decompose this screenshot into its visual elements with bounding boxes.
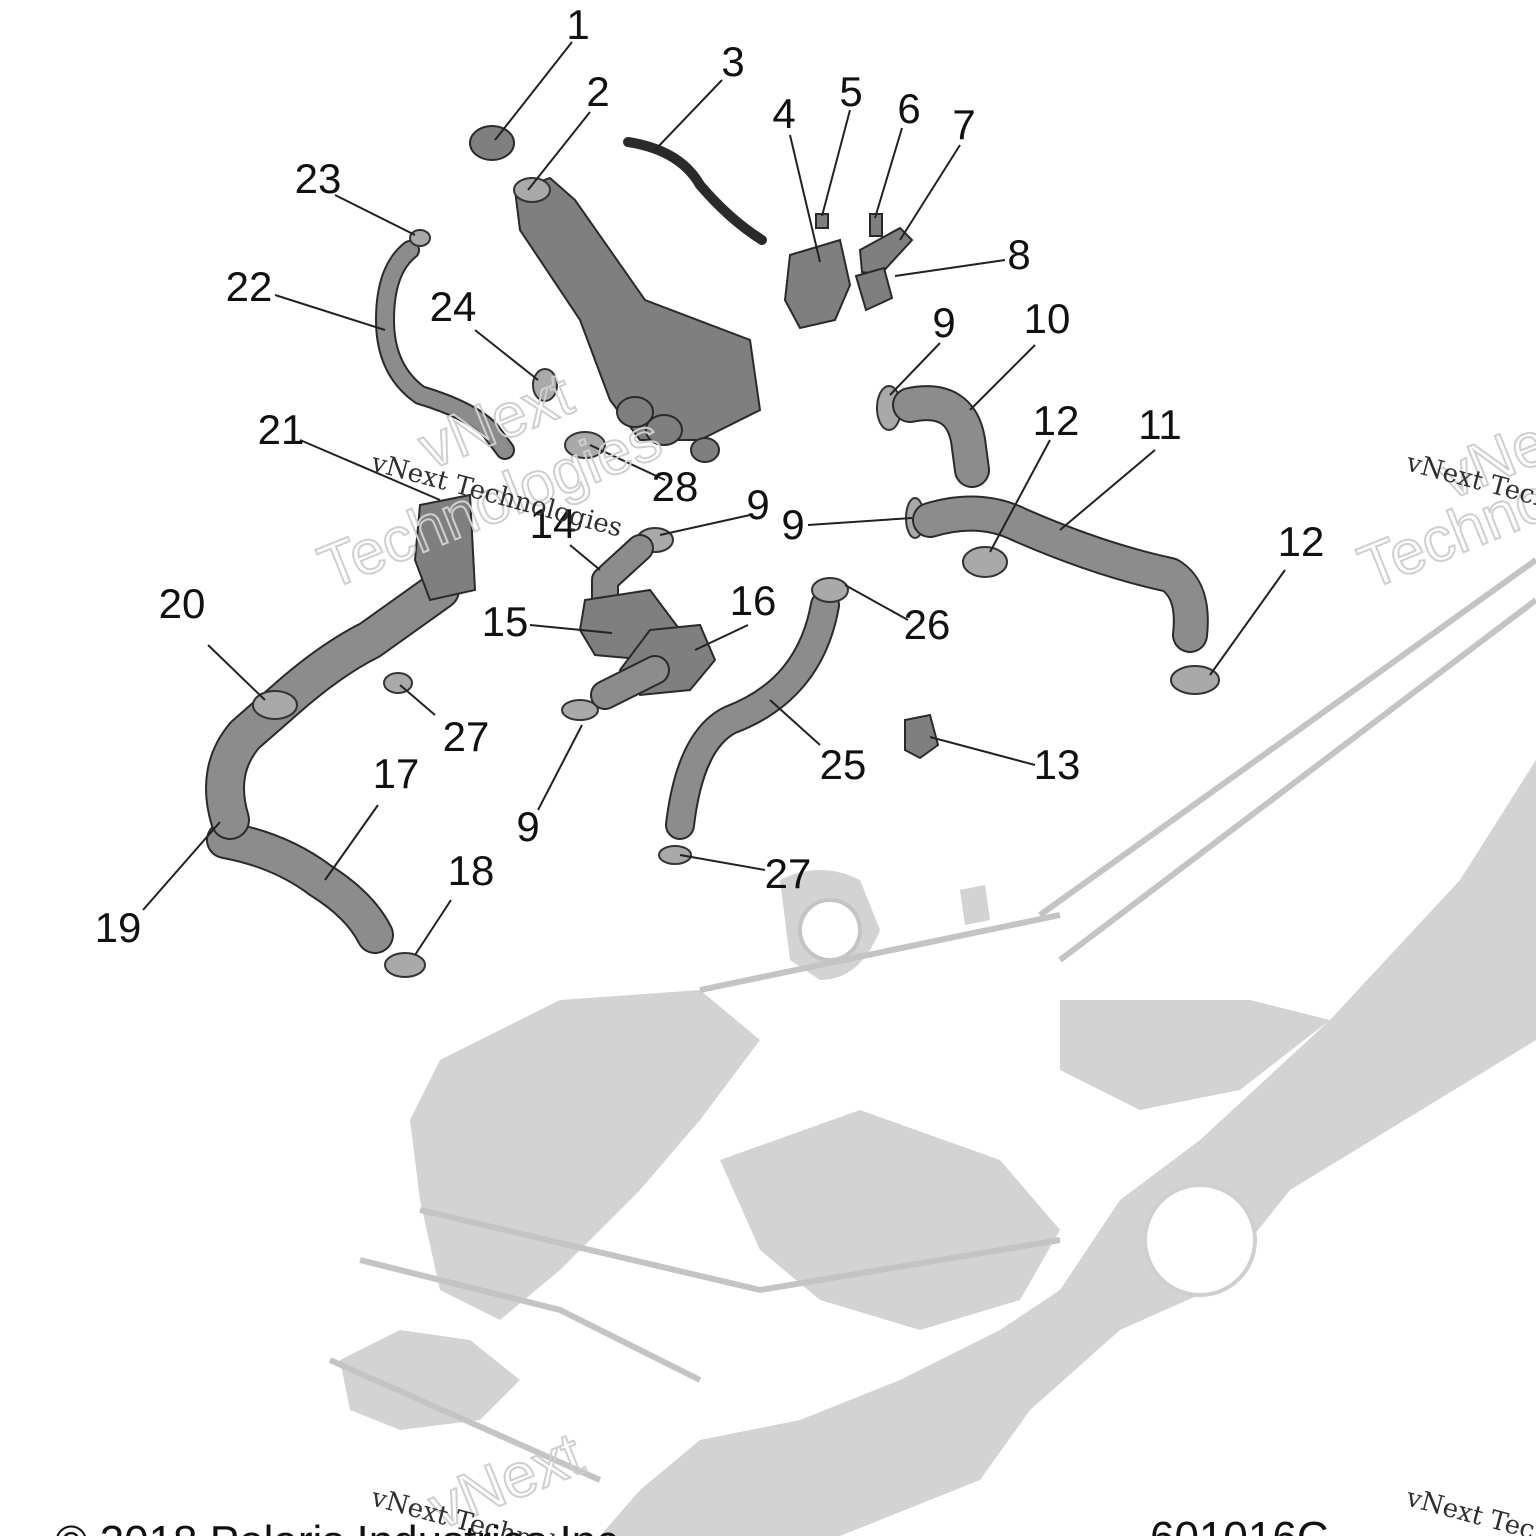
callout-6: 6: [897, 85, 920, 132]
callout-28: 28: [652, 463, 699, 510]
callout-9-b: 9: [746, 481, 769, 528]
callout-11: 11: [1138, 401, 1182, 448]
callout-16: 16: [730, 577, 777, 624]
hose-clamp-28: [564, 431, 606, 459]
drawing-number: 601016C: [1150, 1513, 1329, 1536]
callout-9-c: 9: [781, 501, 804, 548]
pipe-21: [413, 493, 477, 602]
callout-1: 1: [566, 1, 589, 48]
callout-17: 17: [373, 750, 420, 797]
callout-12-a: 12: [1033, 397, 1080, 444]
hose-clamp-12: [962, 546, 1008, 578]
mount-8: [854, 266, 894, 312]
copyright-notice: © 2018 Polaris Industries Inc.: [55, 1517, 630, 1536]
callout-27-b: 27: [765, 850, 812, 897]
callout-labels: 1 2 3 4 5 6 7 8 9 10 12 11 23 22 24 21 2…: [95, 1, 1325, 951]
hose-clamp-27: [658, 845, 692, 865]
coolant-reservoir: [513, 176, 762, 441]
callout-8: 8: [1007, 231, 1030, 278]
callout-12-b: 12: [1278, 518, 1325, 565]
callout-27-a: 27: [443, 713, 490, 760]
reservoir-bracket: [783, 238, 852, 330]
chassis-background: [328, 557, 1536, 1536]
hose-clamp-18: [384, 952, 426, 978]
callout-24: 24: [430, 283, 477, 330]
fastener-5: [815, 213, 829, 229]
leader-lines: [142, 41, 1286, 956]
hose-clamp-24: [532, 368, 558, 402]
watermark-small-4: vNext Technologies: [1402, 1483, 1536, 1536]
callout-20: 20: [159, 580, 206, 627]
callout-9-a: 9: [932, 299, 955, 346]
callout-21: 21: [258, 406, 305, 453]
callout-15: 15: [482, 598, 529, 645]
hose-clamp-9: [561, 699, 599, 721]
callout-10: 10: [1024, 295, 1071, 342]
callout-4: 4: [772, 90, 795, 137]
bracket-clip-7: [858, 226, 914, 277]
callout-19: 19: [95, 904, 142, 951]
callout-18: 18: [448, 847, 495, 894]
callout-3: 3: [721, 38, 744, 85]
hose-clamp-12: [1170, 665, 1220, 695]
callout-23: 23: [295, 155, 342, 202]
hose-clamp-26: [811, 577, 849, 603]
callout-5: 5: [839, 68, 862, 115]
hose-clamp-23: [409, 229, 431, 247]
callout-26: 26: [904, 601, 951, 648]
callout-13: 13: [1034, 741, 1081, 788]
hose-clamp-27: [383, 672, 413, 694]
fitting-13: [904, 713, 940, 760]
pressure-cap: [469, 125, 515, 161]
overflow-hose: [623, 137, 767, 245]
callout-7: 7: [952, 101, 975, 148]
callout-22: 22: [226, 263, 273, 310]
callout-9-d: 9: [516, 803, 539, 850]
callout-2: 2: [586, 68, 609, 115]
parts-group: [205, 125, 1220, 978]
callout-25: 25: [820, 741, 867, 788]
callout-14: 14: [530, 500, 577, 547]
